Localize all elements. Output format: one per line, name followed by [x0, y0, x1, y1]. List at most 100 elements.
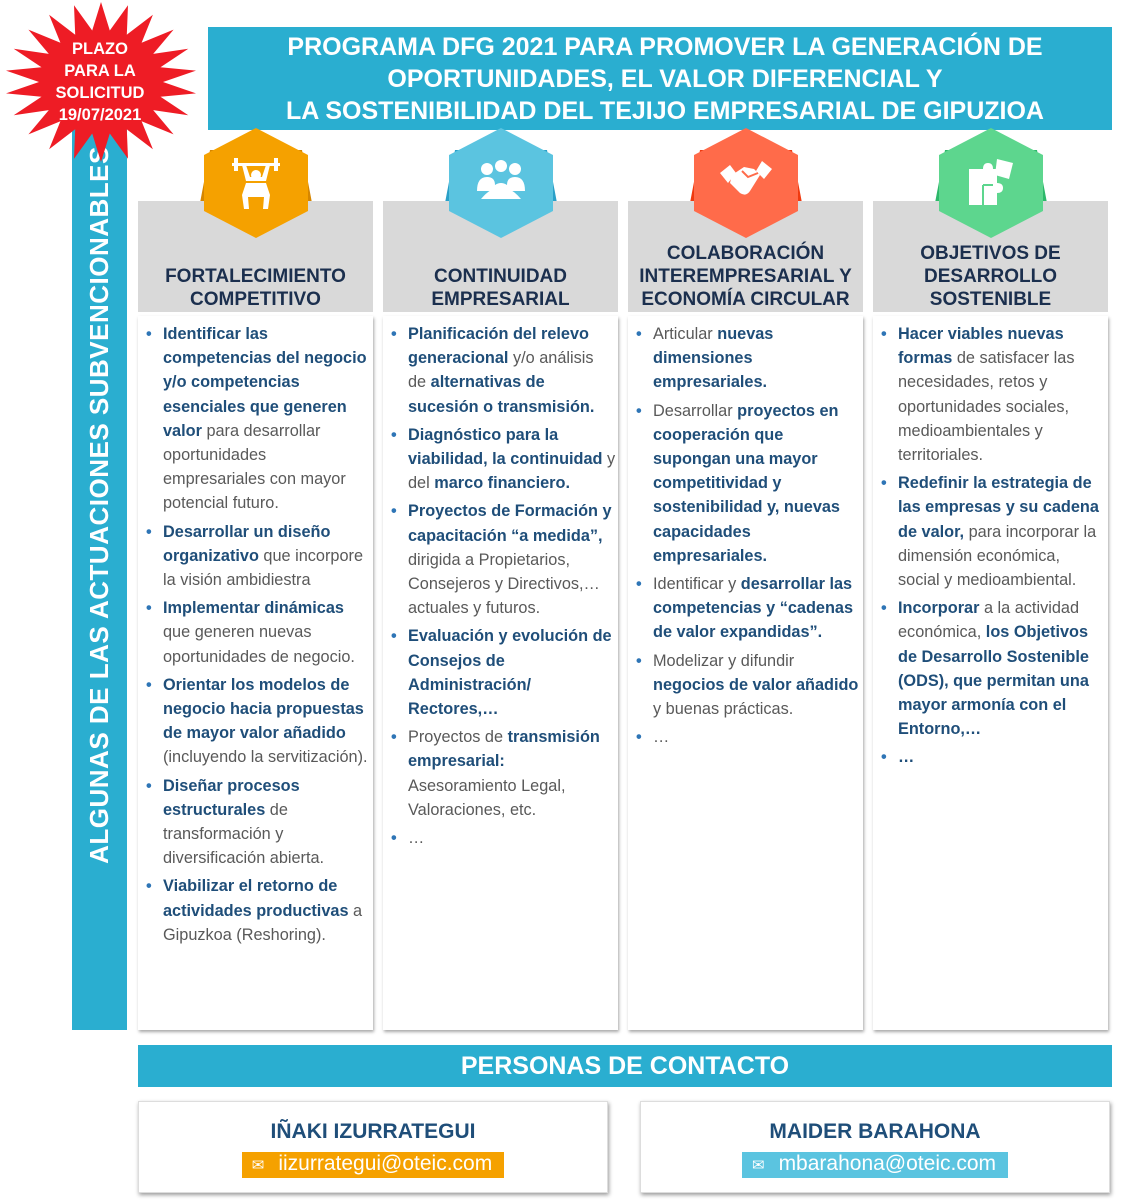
text: (incluyendo la servitización).: [163, 748, 368, 767]
bold-text: Planificación del relevo generacional: [408, 325, 589, 368]
text: de satisfacer las necesidades, retos y o…: [898, 349, 1075, 465]
bold-text: Diseñar procesos estructurales: [163, 776, 300, 819]
text: dirigida a Propietarios, Consejeros y Di…: [408, 550, 600, 618]
deadline-line: PARA LA: [64, 62, 136, 80]
category-title-line: SOSTENIBLE: [929, 289, 1052, 310]
envelope-icon: ✉: [251, 1157, 265, 1174]
deadline-starburst-icon: [6, 2, 196, 162]
bold-text: marco financiero.: [434, 474, 570, 493]
category-title-line: ECONOMÍA CIRCULAR: [641, 289, 850, 310]
text: a Gipuzkoa (Reshoring).: [163, 901, 363, 944]
category-title-line: CONTINUIDAD: [434, 266, 567, 287]
bold-text: Implementar dinámicas: [163, 599, 344, 618]
text: …: [408, 829, 425, 848]
title-line: OPORTUNIDADES, EL VALOR DIFERENCIAL Y: [387, 65, 943, 93]
bold-text: …: [898, 748, 915, 767]
list-item: Modelizar y difundir negocios de valor a…: [636, 649, 861, 722]
category-icon-hexagon: [935, 128, 1047, 238]
bold-text: Diagnóstico para la viabilidad, la conti…: [408, 425, 603, 469]
bold-text: Hacer viables nuevas formas: [898, 325, 1064, 368]
text: Articular: [653, 325, 718, 343]
category-title-line: DESARROLLO: [924, 266, 1057, 287]
actions-list: Identificar las competencias del negocio…: [146, 322, 371, 947]
envelope-icon: ✉: [751, 1157, 765, 1174]
actions-list-box: Hacer viables nuevas formas de satisface…: [873, 316, 1108, 1030]
text: y del: [408, 450, 616, 493]
list-item: Desarrollar un diseño organizativo que i…: [146, 520, 371, 593]
text: a la actividad económica,: [898, 599, 1079, 642]
side-bar: [72, 128, 127, 1030]
bold-text: nuevas dimensiones empresariales.: [653, 325, 774, 392]
bold-text: negocios de valor añadido: [653, 675, 859, 694]
contact-name: IÑAKI IZURRATEGUI: [270, 1120, 476, 1143]
list-item: Diseñar procesos estructurales de transf…: [146, 774, 371, 871]
contact-card: IÑAKI IZURRATEGUI ✉ iizurrategui@oteic.co…: [138, 1101, 608, 1193]
category-icon-hexagon: [690, 128, 802, 238]
title-line: LA SOSTENIBILIDAD DEL TEJIJO EMPRESARIAL…: [286, 97, 1044, 125]
list-item: Desarrollar proyectos en cooperación que…: [636, 399, 861, 568]
bold-text: Orientar los modelos de negocio hacia pr…: [163, 675, 364, 743]
bold-text: Viabilizar el retorno de actividades pro…: [163, 877, 349, 920]
bold-text: alternativas de sucesión o transmisión.: [408, 373, 595, 416]
category-title-line: OBJETIVOS DE: [920, 243, 1061, 264]
text: Identificar y: [653, 575, 741, 594]
text: Proyectos de: [408, 728, 508, 747]
list-item: Evaluación y evolución de Consejos de Ad…: [391, 624, 616, 721]
bold-text: los Objetivos de Desarrollo Sostenible (…: [898, 623, 1089, 739]
weightlifter-icon: [232, 158, 280, 209]
list-item: Articular nuevas dimensiones empresarial…: [636, 322, 861, 395]
actions-list-box: Identificar las competencias del negocio…: [138, 316, 373, 1030]
list-item: Hacer viables nuevas formas de satisface…: [881, 322, 1106, 467]
category-icon-hexagon: [200, 128, 312, 238]
contact-email[interactable]: iizurrategui@oteic.com: [278, 1152, 493, 1175]
actions-list: Hacer viables nuevas formas de satisface…: [881, 322, 1106, 770]
page-title: PROGRAMA DFG 2021 PARA PROMOVER LA GENER…: [208, 27, 1112, 130]
deadline-badge: PLAZO PARA LA SOLICITUD 19/07/2021: [30, 38, 170, 126]
list-item: Viabilizar el retorno de actividades pro…: [146, 874, 371, 947]
category-title-line: COMPETITIVO: [190, 289, 321, 310]
list-item: Diagnóstico para la viabilidad, la conti…: [391, 423, 616, 496]
list-item: Redefinir la estrategia de las empresas …: [881, 471, 1106, 592]
text: Asesoramiento Legal, Valoraciones, etc.: [408, 776, 566, 819]
category-title-line: FORTALECIMIENTO: [165, 266, 346, 287]
text: y/o análisis de: [408, 349, 594, 392]
list-item: Proyectos de transmisión empresarial: As…: [391, 725, 616, 822]
contact-email[interactable]: mbarahona@oteic.com: [778, 1152, 996, 1175]
bold-text: transmisión empresarial:: [408, 728, 600, 771]
text: …: [653, 728, 670, 747]
list-item: Identificar las competencias del negocio…: [146, 322, 371, 516]
list-item: Incorporar a la actividad económica, los…: [881, 596, 1106, 741]
deadline-date: 19/07/2021: [58, 106, 142, 124]
list-item: Proyectos de Formación y capacitación “a…: [391, 499, 616, 620]
actions-list-box: Planificación del relevo generacional y/…: [383, 316, 618, 1030]
text: que generen nuevas oportunidades de nego…: [163, 623, 355, 666]
handshake-icon: [720, 161, 772, 195]
bold-text: Identificar las competencias del negocio…: [163, 325, 367, 440]
puzzle-icon: [969, 159, 1013, 205]
list-item: Identificar y desarrollar las competenci…: [636, 572, 861, 645]
bold-text: Incorporar: [898, 599, 980, 618]
bold-text: desarrollar las competencias y “cadenas …: [653, 575, 853, 642]
text: para desarrollar oportunidades empresari…: [163, 421, 346, 513]
bold-text: Proyectos de Formación y capacitación “a…: [408, 502, 612, 545]
list-item: Planificación del relevo generacional y/…: [391, 322, 616, 419]
category-title-line: INTEREMPRESARIAL Y: [639, 266, 852, 287]
list-item: Orientar los modelos de negocio hacia pr…: [146, 673, 371, 770]
category-title-line: EMPRESARIAL: [431, 289, 570, 310]
list-item: …: [391, 826, 616, 850]
contact-email-link[interactable]: ✉ mbarahona@oteic.com: [741, 1152, 1008, 1178]
text: Desarrollar: [653, 401, 738, 420]
bold-text: Redefinir la estrategia de las empresas …: [898, 474, 1099, 541]
text: que incorpore la visión ambidiestra: [163, 546, 363, 590]
list-item: …: [881, 745, 1106, 769]
text: Modelizar y difundir: [653, 651, 795, 670]
actions-list: Articular nuevas dimensiones empresarial…: [636, 322, 861, 750]
bold-text: Evaluación y evolución de Consejos de Ad…: [408, 627, 612, 719]
contact-email-link[interactable]: ✉ iizurrategui@oteic.com: [241, 1152, 505, 1178]
side-label: ALGUNAS DE LAS ACTUACIONES SUBVENCIONABL…: [84, 146, 114, 864]
contact-card: MAIDER BARAHONA ✉mbarahona@oteic.com: [640, 1101, 1110, 1193]
text: y buenas prácticas.: [653, 700, 794, 719]
